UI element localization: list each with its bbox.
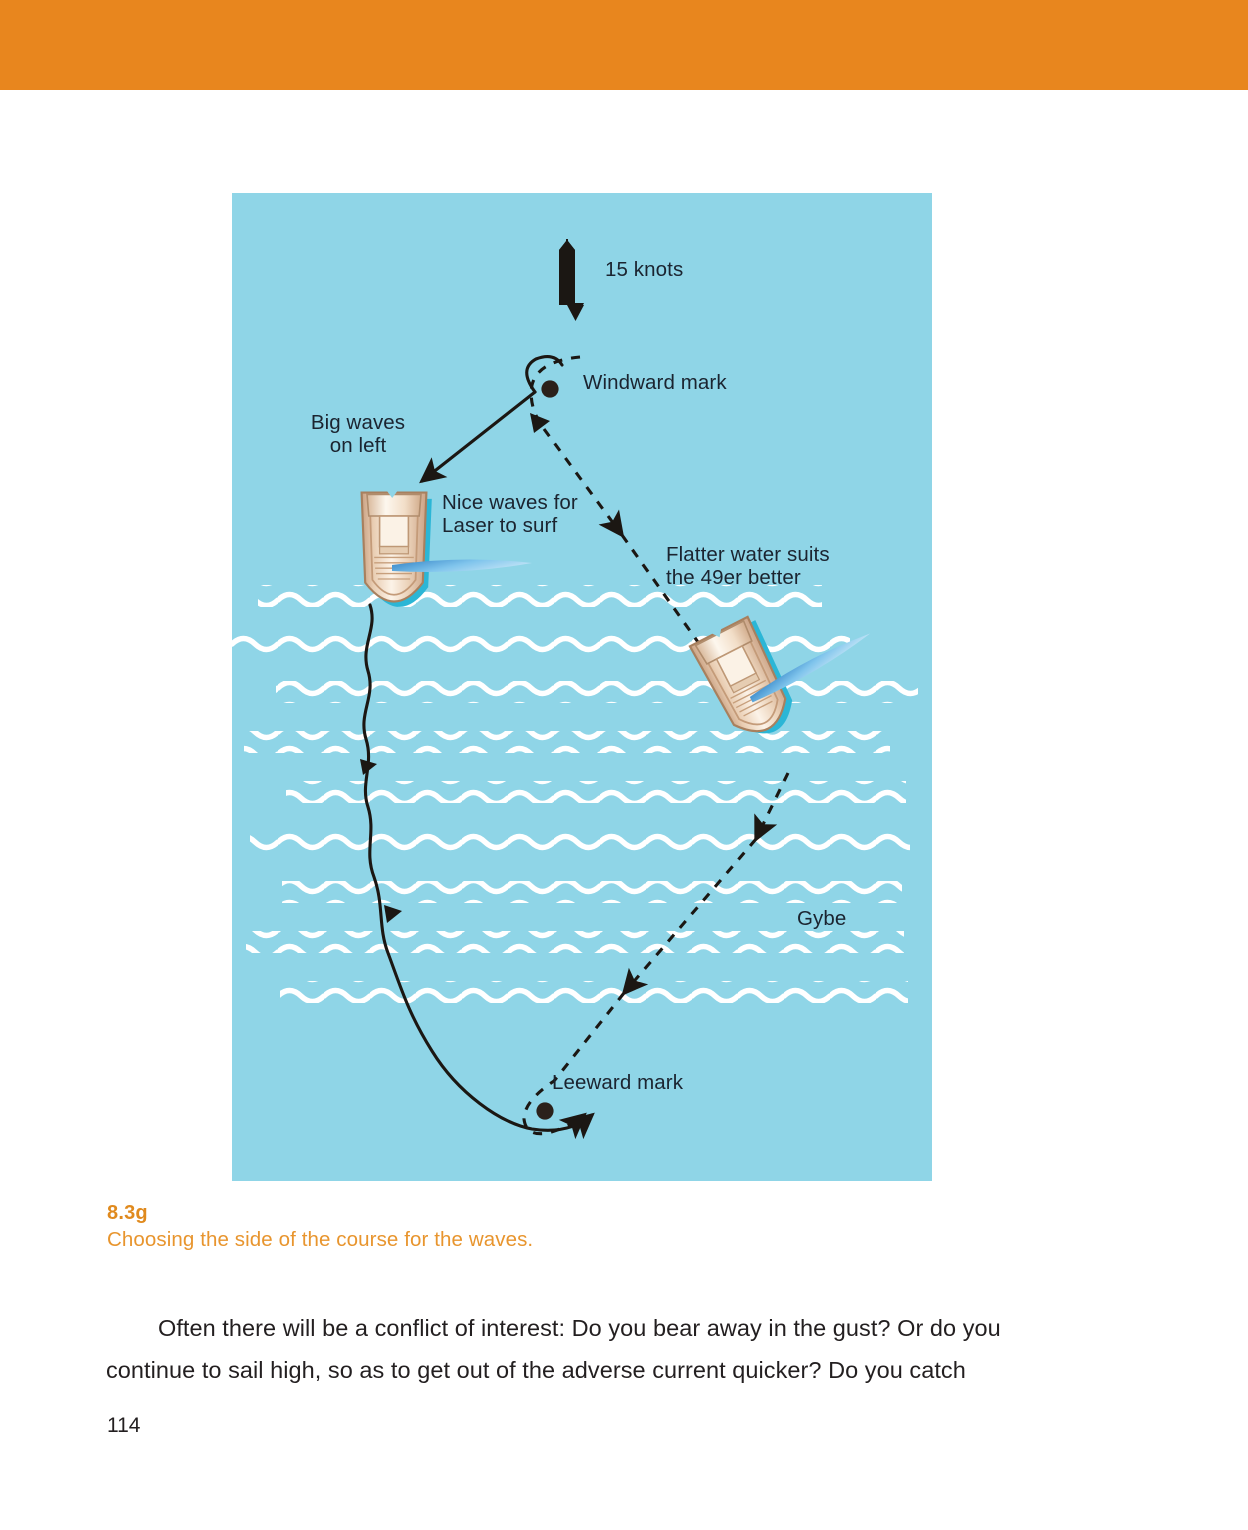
figure-caption: 8.3g Choosing the side of the course for… [107, 1200, 807, 1254]
page-number: 114 [107, 1414, 141, 1437]
caption-number: 8.3g [107, 1202, 148, 1224]
big-waves-label: Big waves on left [310, 411, 406, 457]
windward-mark-label: Windward mark [583, 371, 727, 394]
skiff-49er-right [687, 611, 871, 750]
wind-speed-label: 15 knots [605, 258, 684, 281]
leeward-mark-dot [536, 1102, 554, 1120]
flatter-water-label: Flatter water suits the 49er better [666, 543, 830, 589]
dashed-track-arrowhead [530, 413, 550, 433]
laser-dinghy-left [360, 489, 532, 608]
wave-field [232, 585, 918, 1003]
solid-track [360, 355, 595, 1140]
header-band [0, 0, 1248, 90]
wind-arrow [559, 239, 584, 321]
windward-mark-dot [541, 380, 559, 398]
gybe-label: Gybe [797, 907, 847, 930]
figure-panel: 15 knots Windward mark Big waves on left… [232, 193, 932, 1181]
figure-illustration [232, 239, 918, 1140]
body-paragraph: Often there will be a conflict of intere… [106, 1315, 1001, 1383]
nice-waves-label: Nice waves for Laser to surf [442, 491, 578, 537]
dashed-track [522, 355, 790, 1140]
leeward-mark-label: Leeward mark [552, 1071, 684, 1094]
caption-text: Choosing the side of the course for the … [107, 1228, 534, 1251]
body-copy: Often there will be a conflict of intere… [106, 1307, 1051, 1391]
